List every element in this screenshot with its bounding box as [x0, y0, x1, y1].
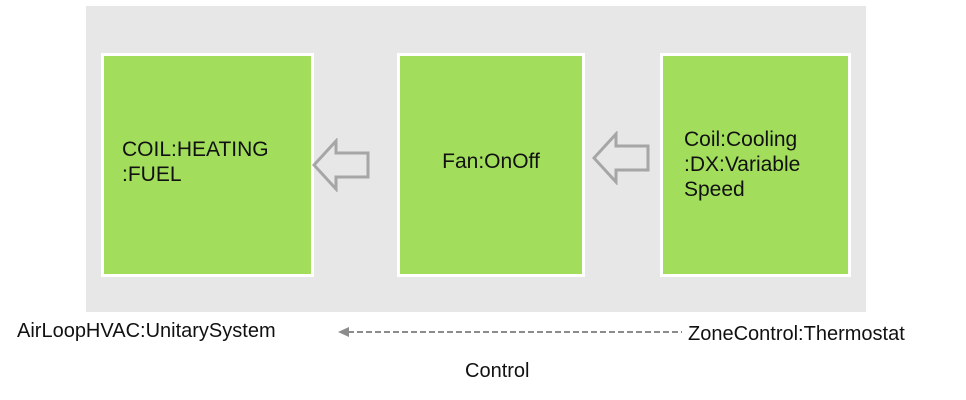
flow-arrow-to-fan [592, 131, 650, 185]
control-label: Control [465, 360, 530, 382]
control-dashed-arrow [338, 327, 682, 337]
flow-arrow-to-heating [312, 138, 370, 192]
thermostat-label: ZoneControl:Thermostat [688, 323, 905, 345]
unitary-system-label: AirLoopHVAC:UnitarySystem [17, 320, 276, 342]
heating-coil-box: COIL:HEATING :FUEL [101, 53, 314, 277]
fan-box: Fan:OnOff [397, 53, 585, 277]
cooling-coil-box: Coil:Cooling :DX:Variable Speed [660, 53, 851, 277]
heating-coil-label: COIL:HEATING :FUEL [122, 138, 269, 186]
cooling-coil-label: Coil:Cooling :DX:Variable Speed [684, 127, 801, 201]
fan-label: Fan:OnOff [442, 149, 540, 173]
